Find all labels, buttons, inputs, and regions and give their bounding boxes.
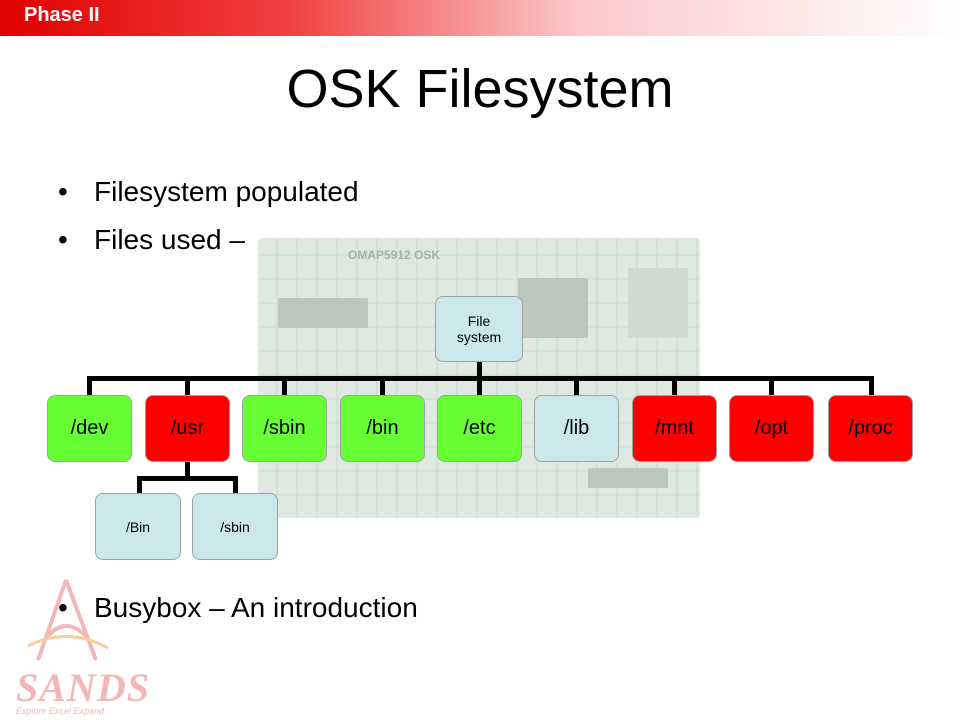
bullet-dot: • bbox=[58, 176, 68, 207]
node-label: /bin bbox=[366, 417, 399, 439]
connector-line bbox=[185, 460, 190, 478]
connector-line bbox=[137, 476, 237, 481]
board-chip bbox=[278, 298, 368, 328]
node-proc: /proc bbox=[828, 395, 913, 462]
bullet-dot: • bbox=[58, 224, 68, 255]
board-chip bbox=[518, 278, 588, 338]
connector-line bbox=[769, 376, 774, 396]
node-usr-bin: /Bin bbox=[95, 493, 181, 560]
bullet-item: • Busybox – An introduction bbox=[58, 592, 418, 624]
node-usr-sbin: /sbin bbox=[192, 493, 278, 560]
node-label: /Bin bbox=[125, 518, 151, 535]
connector-line bbox=[574, 376, 579, 396]
board-chip bbox=[628, 268, 688, 338]
connector-line bbox=[477, 360, 482, 378]
sands-logo bbox=[27, 579, 109, 661]
bullet-text: Filesystem populated bbox=[94, 176, 359, 207]
connector-line bbox=[282, 376, 287, 396]
node-bin: /bin bbox=[340, 395, 425, 462]
node-dev: /dev bbox=[47, 395, 132, 462]
node-label: /etc bbox=[463, 417, 496, 439]
bullet-text: Files used – bbox=[94, 224, 245, 255]
phase-label: Phase II bbox=[24, 4, 100, 26]
bullet-item: • Files used – bbox=[58, 224, 245, 256]
bullet-text: Busybox – An introduction bbox=[94, 592, 418, 623]
node-label: /mnt bbox=[655, 417, 694, 439]
connector-line bbox=[380, 376, 385, 396]
node-sbin: /sbin bbox=[242, 395, 327, 462]
connector-line bbox=[185, 376, 190, 396]
node-label: /sbin bbox=[263, 417, 306, 439]
board-label: OMAP5912 OSK bbox=[348, 248, 441, 262]
connector-line bbox=[869, 376, 874, 396]
node-label: system bbox=[456, 329, 502, 345]
board-chip bbox=[588, 468, 668, 488]
header-band bbox=[0, 0, 960, 36]
node-label: File bbox=[467, 313, 491, 329]
node-label: /lib bbox=[563, 417, 590, 439]
node-mnt: /mnt bbox=[632, 395, 717, 462]
connector-line bbox=[87, 376, 92, 396]
slide-title: OSK Filesystem bbox=[286, 59, 674, 119]
connector-line bbox=[137, 476, 142, 494]
node-label: /dev bbox=[70, 417, 109, 439]
node-label: /proc bbox=[848, 417, 893, 439]
logo-text: SANDS bbox=[16, 665, 150, 710]
connector-line bbox=[672, 376, 677, 396]
node-label: /usr bbox=[170, 417, 205, 439]
node-label: /sbin bbox=[220, 518, 250, 535]
node-usr: /usr bbox=[145, 395, 230, 462]
node-file-system: File system bbox=[435, 296, 523, 362]
connector-line bbox=[477, 376, 482, 396]
node-label: /opt bbox=[754, 417, 789, 439]
bullet-dot: • bbox=[58, 592, 68, 623]
bullet-item: • Filesystem populated bbox=[58, 176, 359, 208]
node-lib: /lib bbox=[534, 395, 619, 462]
node-etc: /etc bbox=[437, 395, 522, 462]
node-opt: /opt bbox=[729, 395, 814, 462]
logo-tagline: Explore Excel Expand bbox=[16, 706, 105, 716]
connector-line bbox=[233, 476, 238, 494]
